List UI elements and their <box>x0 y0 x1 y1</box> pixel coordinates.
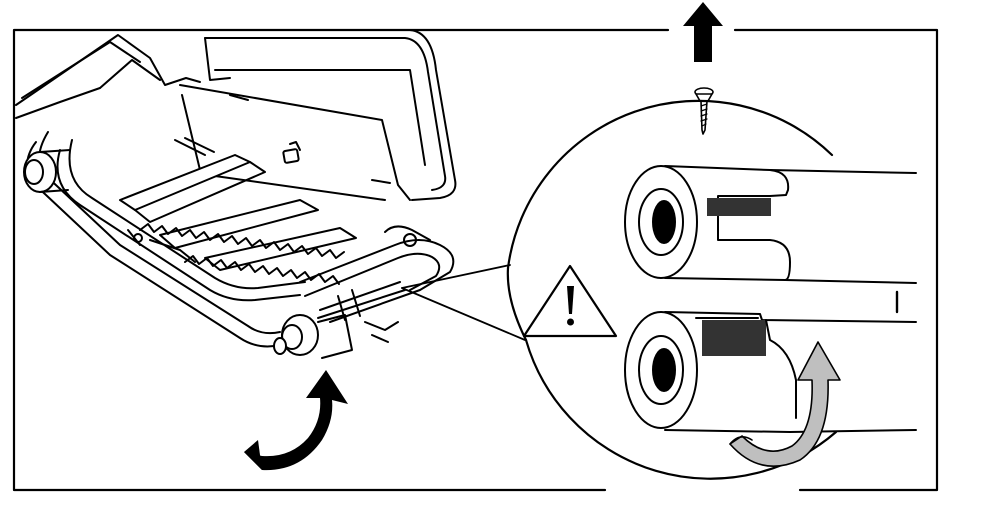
burner-tube-upper <box>624 165 917 314</box>
rotate-arrow-icon <box>729 341 841 467</box>
curved-arrow-icon <box>244 370 348 471</box>
arrow-up-icon <box>683 2 723 62</box>
diagram-frame <box>12 28 939 492</box>
warning-triangle-icon <box>522 264 618 338</box>
burner-tube-lower <box>624 311 917 433</box>
grill-illustration <box>15 29 457 359</box>
screw-icon <box>694 87 714 135</box>
callout-pointer <box>401 264 526 341</box>
